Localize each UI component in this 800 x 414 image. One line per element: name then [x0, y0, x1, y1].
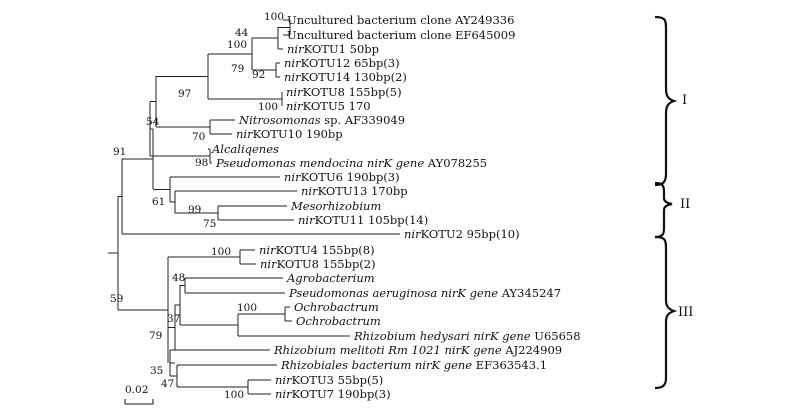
taxon-label: nirKOTU4 155bp(8)	[259, 243, 375, 257]
tree-branches	[108, 19, 400, 395]
bootstrap-value: 79	[231, 63, 244, 75]
bootstrap-value: 54	[146, 116, 160, 128]
taxon-label: nirKOTU3 55bp(5)	[275, 373, 383, 387]
bootstrap-values: 1004410092791009770549198619975591004810…	[110, 11, 284, 401]
taxon-label: nirKOTU2 95bp(10)	[404, 227, 520, 241]
bootstrap-value: 92	[252, 69, 265, 81]
taxon-label: Agrobacterium	[286, 271, 375, 285]
scale-bar-line	[124, 399, 154, 405]
group-label-II: II	[680, 197, 690, 212]
taxon-label: Pseudomonas mendocina nirK gene AY078255	[215, 156, 487, 170]
bootstrap-value: 100	[211, 246, 231, 258]
bootstrap-value: 44	[235, 27, 249, 39]
taxon-label: Uncultured bacterium clone EF645009	[287, 28, 515, 42]
bootstrap-value: 61	[152, 196, 165, 208]
taxon-label: Ochrobactrum	[296, 314, 381, 328]
scale-bar: 0.02	[124, 384, 154, 405]
bootstrap-value: 97	[178, 88, 191, 100]
taxon-label: Rhizobium hedysari nirK gene U65658	[353, 329, 581, 343]
taxon-label: Ochrobactrum	[294, 300, 379, 314]
bootstrap-value: 98	[195, 157, 208, 169]
bootstrap-value: 100	[264, 11, 284, 23]
taxon-label: nirKOTU10 190bp	[236, 127, 343, 141]
taxon-label: nirKOTU8 155bp(2)	[260, 257, 376, 271]
taxon-label: Uncultured bacterium clone AY249336	[287, 13, 514, 27]
bracket-group-3	[654, 235, 678, 390]
taxon-label: nirKOTU8 155bp(5)	[286, 85, 402, 99]
taxon-label: nirKOTU5 170	[286, 99, 371, 113]
taxon-label: Alcaliqenes	[211, 142, 279, 156]
taxon-label: Mesorhizobium	[290, 199, 381, 213]
taxon-label: nirKOTU11 105bp(14)	[298, 213, 428, 227]
bracket-group-1	[654, 15, 678, 187]
group-label-I: I	[682, 93, 687, 108]
taxon-label: Nitrosomonas sp. AF339049	[238, 113, 405, 127]
bracket-group-2	[654, 181, 673, 239]
bootstrap-value: 99	[188, 204, 201, 216]
taxon-label: nirKOTU6 190bp(3)	[284, 170, 400, 184]
bootstrap-value: 37	[167, 313, 180, 325]
bootstrap-value: 47	[161, 378, 174, 390]
taxon-label: Pseudomonas aeruginosa nirK gene AY34524…	[288, 286, 561, 300]
bootstrap-value: 100	[258, 101, 278, 113]
bootstrap-value: 100	[224, 389, 244, 401]
taxon-label: nirKOTU1 50bp	[287, 42, 379, 56]
bootstrap-value: 70	[192, 131, 205, 143]
bootstrap-value: 75	[203, 218, 216, 230]
bootstrap-value: 35	[150, 365, 163, 377]
group-brackets: I II III	[654, 15, 693, 390]
taxon-label: nirKOTU12 65bp(3)	[284, 56, 400, 70]
bootstrap-value: 79	[149, 330, 162, 342]
bootstrap-value: 59	[110, 293, 123, 305]
bootstrap-value: 91	[113, 146, 126, 158]
taxon-label: Rhizobium melitoti Rm 1021 nirK gene AJ2…	[273, 343, 562, 357]
taxon-label: nirKOTU13 170bp	[301, 184, 408, 198]
scale-bar-label: 0.02	[125, 384, 148, 396]
bootstrap-value: 100	[237, 302, 257, 314]
taxon-label: Rhizobiales bacterium nirK gene EF363543…	[280, 358, 547, 372]
taxon-label: nirKOTU14 130bp(2)	[284, 70, 407, 84]
bootstrap-value: 48	[172, 272, 185, 284]
taxon-label: nirKOTU7 190bp(3)	[275, 387, 391, 401]
taxon-labels: Uncultured bacterium clone AY249336Uncul…	[211, 13, 581, 401]
bootstrap-value: 100	[227, 39, 247, 51]
group-label-III: III	[678, 305, 693, 320]
